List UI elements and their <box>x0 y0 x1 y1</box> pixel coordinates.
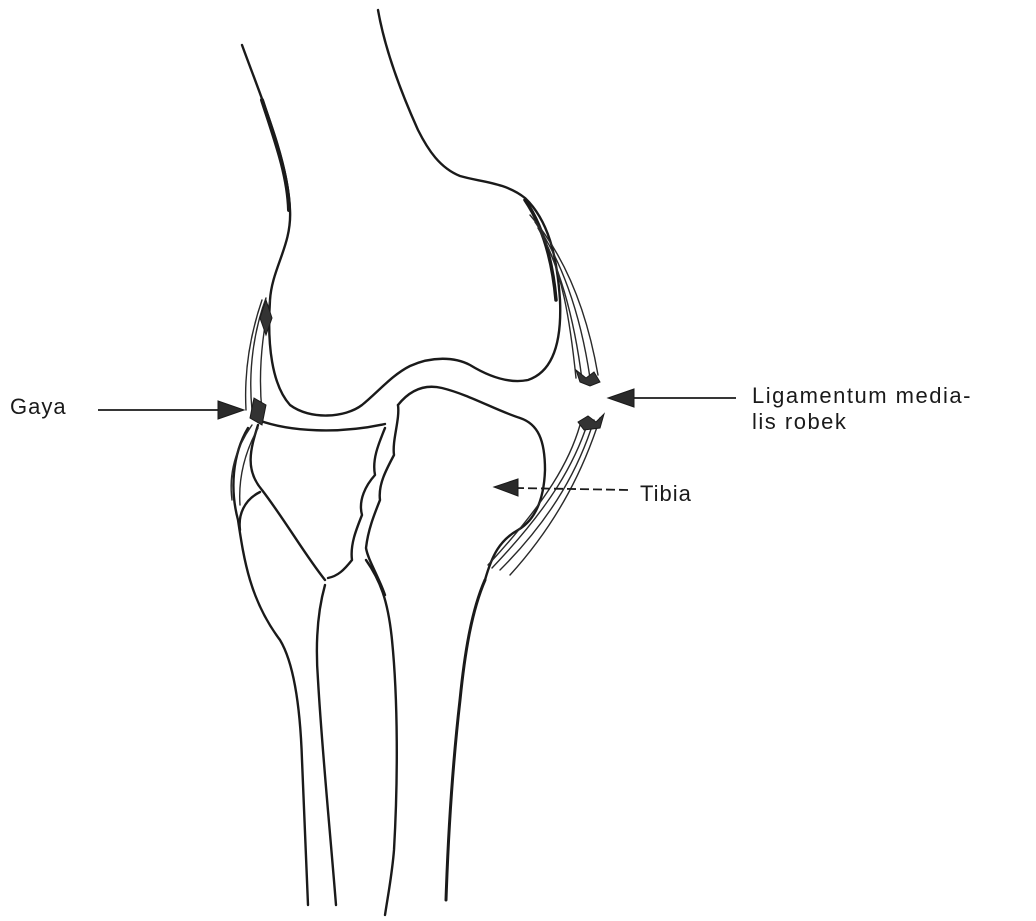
medial-ligament-frayed-bottom <box>578 414 604 430</box>
medial-ligament-torn <box>488 215 604 575</box>
tibia-shaft-medial <box>446 580 485 900</box>
gaya-label: Gaya <box>10 394 67 420</box>
fibula-medial-edge <box>240 492 336 905</box>
lateral-plateau-fragment <box>251 425 325 580</box>
ligament-arrow <box>608 389 736 407</box>
medial-ligament-frayed-top <box>576 370 600 386</box>
ligament-label-line1: Ligamentum media- <box>752 383 972 409</box>
ligament-label: Ligamentum media- lis robek <box>752 383 972 435</box>
fibula-head <box>233 428 308 905</box>
ligament-label-line2: lis robek <box>752 409 972 435</box>
gaya-arrow <box>98 401 244 419</box>
tibia-plateau <box>258 387 545 580</box>
femur-outline <box>242 10 560 416</box>
tibia-arrow <box>494 479 630 496</box>
tibia-label: Tibia <box>640 481 692 507</box>
fracture-line <box>328 428 385 578</box>
tibia-shaft-lateral <box>366 560 397 915</box>
femur-shading-lateral <box>262 100 289 210</box>
